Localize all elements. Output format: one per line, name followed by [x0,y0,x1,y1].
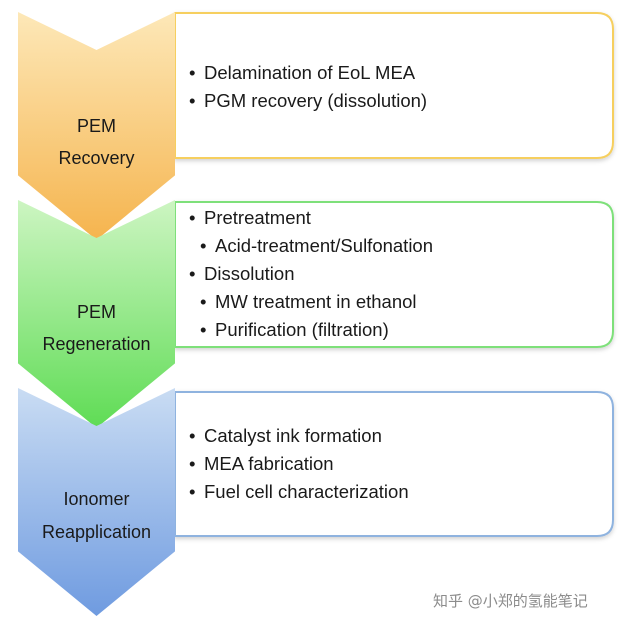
bullet-marker: • [200,291,206,312]
bullet-marker: • [200,235,206,256]
bullet-item-regeneration: MW treatment in ethanol [215,291,417,312]
bullet-item-reapplication: Fuel cell characterization [204,481,409,502]
bullet-marker: • [189,62,195,83]
stage-label-line2-recovery: Recovery [58,148,134,168]
chevrons-layer: PEMRecoveryPEMRegenerationIonomerReappli… [18,12,175,616]
stage-label-line1-reapplication: Ionomer [63,489,129,509]
panel-reapplication [174,391,614,537]
bullet-marker: • [189,453,195,474]
panel-regeneration [174,201,614,348]
panel-recovery [174,12,614,159]
stage-label-line1-recovery: PEM [77,116,116,136]
bullet-marker: • [189,263,195,284]
bullet-item-reapplication: Catalyst ink formation [204,425,382,446]
panels-layer: • Delamination of EoL MEA • PGM recovery (d… [174,12,614,537]
bullet-item-recovery: Delamination of EoL MEA [204,62,416,83]
bullet-marker: • [189,425,195,446]
bullet-item-reapplication: MEA fabrication [204,453,334,474]
chevron-reapplication [18,388,175,616]
chevron-recovery [18,12,175,240]
bullet-marker: • [189,90,195,111]
bullet-marker: • [189,207,195,228]
bullet-item-regeneration: Purification (filtration) [215,319,389,340]
bullet-marker: • [189,481,195,502]
bullet-item-regeneration: Acid-treatment/Sulfonation [215,235,433,256]
bullet-item-recovery: PGM recovery (dissolution) [204,90,427,111]
bullet-item-regeneration: Pretreatment [204,207,311,228]
stage-label-line2-regeneration: Regeneration [42,334,150,354]
chevron-regeneration [18,200,175,428]
stage-label-line2-reapplication: Reapplication [42,522,151,542]
watermark: 知乎 @小郑的氢能笔记 [433,592,588,610]
stage-label-line1-regeneration: PEM [77,302,116,322]
bullet-item-regeneration: Dissolution [204,263,295,284]
bullet-marker: • [200,319,206,340]
